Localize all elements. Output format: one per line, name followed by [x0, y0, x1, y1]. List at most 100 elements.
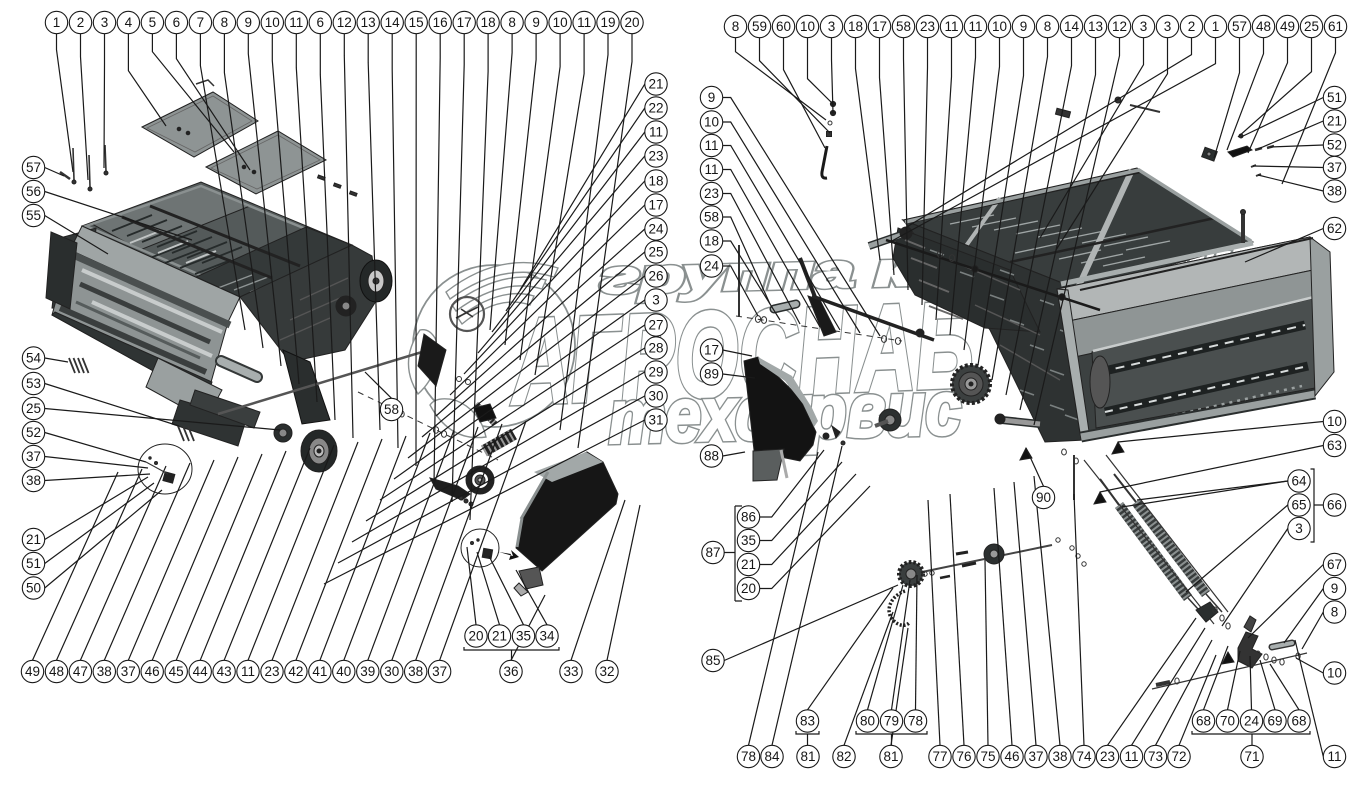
svg-text:66: 66 [1327, 498, 1342, 513]
svg-text:67: 67 [1327, 557, 1342, 572]
svg-text:9: 9 [245, 15, 253, 30]
svg-text:1: 1 [53, 15, 61, 30]
svg-text:22: 22 [648, 101, 663, 116]
svg-text:10: 10 [800, 19, 815, 34]
svg-text:68: 68 [1291, 714, 1306, 729]
svg-text:71: 71 [1244, 749, 1259, 764]
svg-text:21: 21 [648, 77, 663, 92]
svg-text:85: 85 [705, 653, 720, 668]
svg-text:60: 60 [776, 19, 791, 34]
svg-text:3: 3 [828, 19, 836, 34]
svg-text:69: 69 [1267, 714, 1282, 729]
svg-text:7: 7 [197, 15, 205, 30]
svg-text:23: 23 [648, 149, 663, 164]
svg-text:3: 3 [652, 293, 660, 308]
svg-text:8: 8 [221, 15, 229, 30]
svg-text:23: 23 [704, 186, 719, 201]
svg-text:3: 3 [101, 15, 109, 30]
svg-text:8: 8 [732, 19, 740, 34]
svg-text:19: 19 [600, 15, 615, 30]
svg-text:30: 30 [384, 664, 399, 679]
svg-text:38: 38 [1327, 184, 1342, 199]
svg-text:9: 9 [1331, 581, 1339, 596]
svg-text:65: 65 [1291, 498, 1306, 513]
svg-text:28: 28 [648, 341, 663, 356]
svg-text:29: 29 [648, 365, 663, 380]
svg-text:81: 81 [883, 749, 898, 764]
svg-text:55: 55 [26, 208, 41, 223]
svg-text:37: 37 [432, 664, 447, 679]
svg-text:58: 58 [384, 402, 399, 417]
svg-text:48: 48 [49, 664, 64, 679]
svg-text:59: 59 [752, 19, 767, 34]
svg-text:44: 44 [193, 664, 209, 679]
svg-text:64: 64 [1291, 474, 1307, 489]
svg-text:20: 20 [468, 629, 483, 644]
svg-text:62: 62 [1327, 221, 1342, 236]
svg-text:35: 35 [516, 629, 531, 644]
svg-text:81: 81 [800, 749, 815, 764]
svg-text:76: 76 [956, 749, 971, 764]
svg-text:51: 51 [1327, 90, 1342, 105]
svg-text:11: 11 [1327, 749, 1341, 764]
svg-text:58: 58 [704, 210, 719, 225]
svg-text:10: 10 [265, 15, 280, 30]
svg-text:63: 63 [1327, 438, 1342, 453]
svg-text:57: 57 [1232, 19, 1247, 34]
svg-text:11: 11 [1124, 749, 1138, 764]
svg-text:35: 35 [741, 533, 756, 548]
svg-text:14: 14 [1064, 19, 1080, 34]
svg-text:45: 45 [169, 664, 184, 679]
svg-text:37: 37 [1028, 749, 1043, 764]
svg-text:32: 32 [599, 664, 614, 679]
svg-text:33: 33 [563, 664, 578, 679]
svg-text:6: 6 [173, 15, 181, 30]
svg-text:3: 3 [1140, 19, 1148, 34]
svg-text:12: 12 [1112, 19, 1127, 34]
svg-text:68: 68 [1196, 714, 1211, 729]
svg-text:39: 39 [360, 664, 375, 679]
svg-text:78: 78 [908, 714, 923, 729]
svg-text:61: 61 [1328, 19, 1343, 34]
svg-text:11: 11 [944, 19, 958, 34]
svg-text:37: 37 [121, 664, 136, 679]
svg-text:21: 21 [26, 532, 41, 547]
svg-text:11: 11 [649, 125, 663, 140]
svg-text:52: 52 [1327, 138, 1342, 153]
svg-text:1: 1 [1212, 19, 1220, 34]
svg-text:8: 8 [1331, 605, 1339, 620]
svg-text:3: 3 [1295, 521, 1303, 536]
svg-text:21: 21 [1327, 114, 1342, 129]
svg-text:15: 15 [409, 15, 424, 30]
svg-text:57: 57 [26, 160, 41, 175]
svg-text:18: 18 [704, 234, 719, 249]
svg-text:6: 6 [317, 15, 325, 30]
svg-text:49: 49 [25, 664, 40, 679]
svg-text:21: 21 [741, 557, 756, 572]
svg-text:18: 18 [648, 174, 663, 189]
svg-text:9: 9 [532, 15, 540, 30]
svg-text:79: 79 [884, 714, 899, 729]
svg-text:11: 11 [577, 15, 591, 30]
svg-text:36: 36 [503, 664, 518, 679]
svg-text:17: 17 [457, 15, 472, 30]
svg-text:84: 84 [764, 749, 780, 764]
svg-text:17: 17 [648, 198, 663, 213]
svg-text:38: 38 [1052, 749, 1067, 764]
svg-text:8: 8 [1044, 19, 1052, 34]
svg-text:86: 86 [741, 510, 756, 525]
svg-text:46: 46 [1004, 749, 1019, 764]
svg-text:43: 43 [217, 664, 232, 679]
svg-text:10: 10 [992, 19, 1007, 34]
svg-text:73: 73 [1148, 749, 1163, 764]
svg-text:10: 10 [704, 115, 719, 130]
svg-text:87: 87 [705, 545, 720, 560]
svg-text:24: 24 [648, 222, 664, 237]
svg-text:9: 9 [708, 90, 716, 105]
svg-text:56: 56 [26, 184, 41, 199]
svg-text:17: 17 [872, 19, 887, 34]
svg-text:50: 50 [26, 581, 41, 596]
svg-text:24: 24 [704, 259, 720, 274]
svg-text:26: 26 [648, 269, 663, 284]
svg-text:23: 23 [264, 664, 279, 679]
